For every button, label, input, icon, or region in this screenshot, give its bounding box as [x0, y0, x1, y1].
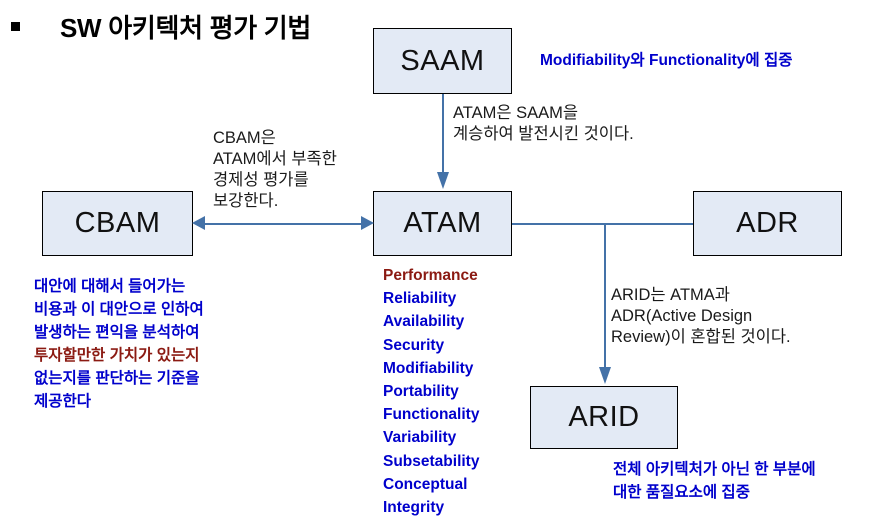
cbam-desc-line-0: 대안에 대해서 들어가는	[34, 278, 186, 295]
arrowhead-down-icon	[599, 367, 611, 384]
emphasis-saam-focus: Modifiability와 Functionality에 집중	[540, 52, 793, 69]
atam-attribute-conceptual: Conceptual	[383, 475, 468, 493]
cbam-desc-line-3: 투자할만한 가치가 있는지	[34, 347, 200, 364]
atam-attribute-subsetability: Subsetability	[383, 452, 480, 470]
atam-attribute-modifiability: Modifiability	[383, 359, 474, 377]
atam-attribute-integrity: Integrity	[383, 499, 445, 517]
node-adr[interactable]: ADR	[693, 191, 842, 256]
node-cbam[interactable]: CBAM	[42, 191, 193, 256]
atam-attribute-portability: Portability	[383, 383, 459, 401]
atam-attribute-performance: Performance	[383, 267, 478, 284]
node-atam[interactable]: ATAM	[373, 191, 512, 256]
atam-attribute-functionality: Functionality	[383, 406, 480, 424]
arrowhead-right-icon	[361, 216, 374, 230]
cbam-desc-line-4: 없는지를 판단하는 기준을	[34, 370, 200, 387]
atam-attribute-reliability: Reliability	[383, 290, 457, 308]
node-arid[interactable]: ARID	[530, 386, 678, 449]
atam-attribute-security: Security	[383, 336, 445, 354]
note-saam-to-atam: ATAM은 SAAM을 계승하여 발전시킨 것이다.	[453, 104, 634, 143]
cbam-desc-line-5: 제공한다	[34, 393, 92, 410]
connector-adr-to-arid	[604, 223, 606, 369]
note-adr-to-arid: ARID는 ATMA과 ADR(Active Design Review)이 혼…	[611, 286, 791, 346]
page-title: SW 아키텍처 평가 기법	[60, 13, 312, 43]
arrowhead-left-icon	[192, 216, 205, 230]
connector-saam-to-atam	[442, 94, 444, 174]
cbam-desc-line-2: 발생하는 편익을 분석하여	[34, 324, 200, 341]
connector-atam-adr	[512, 223, 693, 225]
cbam-desc-line-1: 비용과 이 대안으로 인하여	[34, 301, 204, 318]
emphasis-arid-focus: 전체 아키텍처가 아닌 한 부분에 대한 품질요소에 집중	[613, 461, 816, 501]
arrowhead-down-icon	[437, 172, 449, 189]
node-saam[interactable]: SAAM	[373, 28, 512, 94]
atam-attribute-variability: Variability	[383, 429, 457, 447]
atam-attribute-availability: Availability	[383, 313, 465, 331]
square-bullet-icon	[11, 22, 20, 31]
note-cbam-to-atam: CBAM은 ATAM에서 부족한 경제성 평가를 보강한다.	[213, 129, 337, 210]
connector-cbam-atam	[203, 223, 363, 225]
